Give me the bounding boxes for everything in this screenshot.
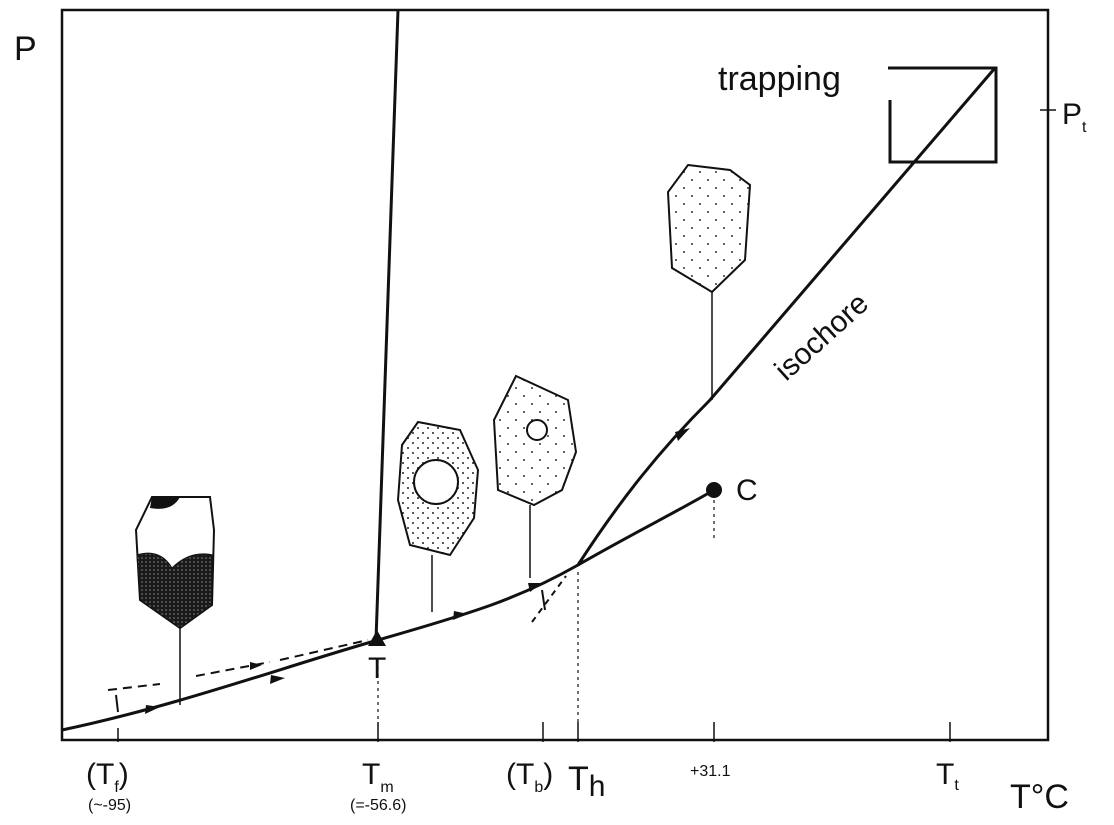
inclusion-frozen-icon [134,496,216,630]
trapping-label: trapping [718,60,841,98]
tick-label-tf: (Tf) [86,758,129,796]
plot-frame [60,8,1050,742]
tick-value-tf: (~-95) [88,797,131,814]
small-arrow-tf [115,694,119,713]
critical-point-marker [706,482,722,498]
x-axis-label: T°C [1010,778,1069,816]
melting-curve [374,9,400,641]
small-arrow-tb [541,589,546,611]
inclusion-bubble-small-icon [492,374,578,507]
tick-label-th: Th [568,760,605,803]
triple-point-marker [368,630,386,646]
critical-point-label: C [736,474,758,507]
trapping-box [888,66,998,164]
inclusion-homogeneous-icon [666,163,752,294]
pt-label: Pt [1062,98,1087,136]
tick-value-tm: (=-56.6) [350,797,406,814]
inclusion-bubble-large-icon [396,420,480,557]
isochore-label: isochore [769,287,875,387]
inclusion-pointers [179,292,713,705]
tick-label-tb: (Tb) [506,758,553,796]
triple-point-label: T [368,652,386,685]
tick-value-critical: +31.1 [690,763,731,780]
dotted-guide-lines [377,500,715,722]
isochore-line [576,67,997,566]
dashed-path-th [531,575,567,623]
tick-label-tm: Tm [362,758,394,796]
curve-arrowheads [145,428,690,714]
y-axis-label: P [14,30,37,68]
x-axis-ticks [117,722,951,742]
tick-label-tt: Tt [936,758,959,794]
